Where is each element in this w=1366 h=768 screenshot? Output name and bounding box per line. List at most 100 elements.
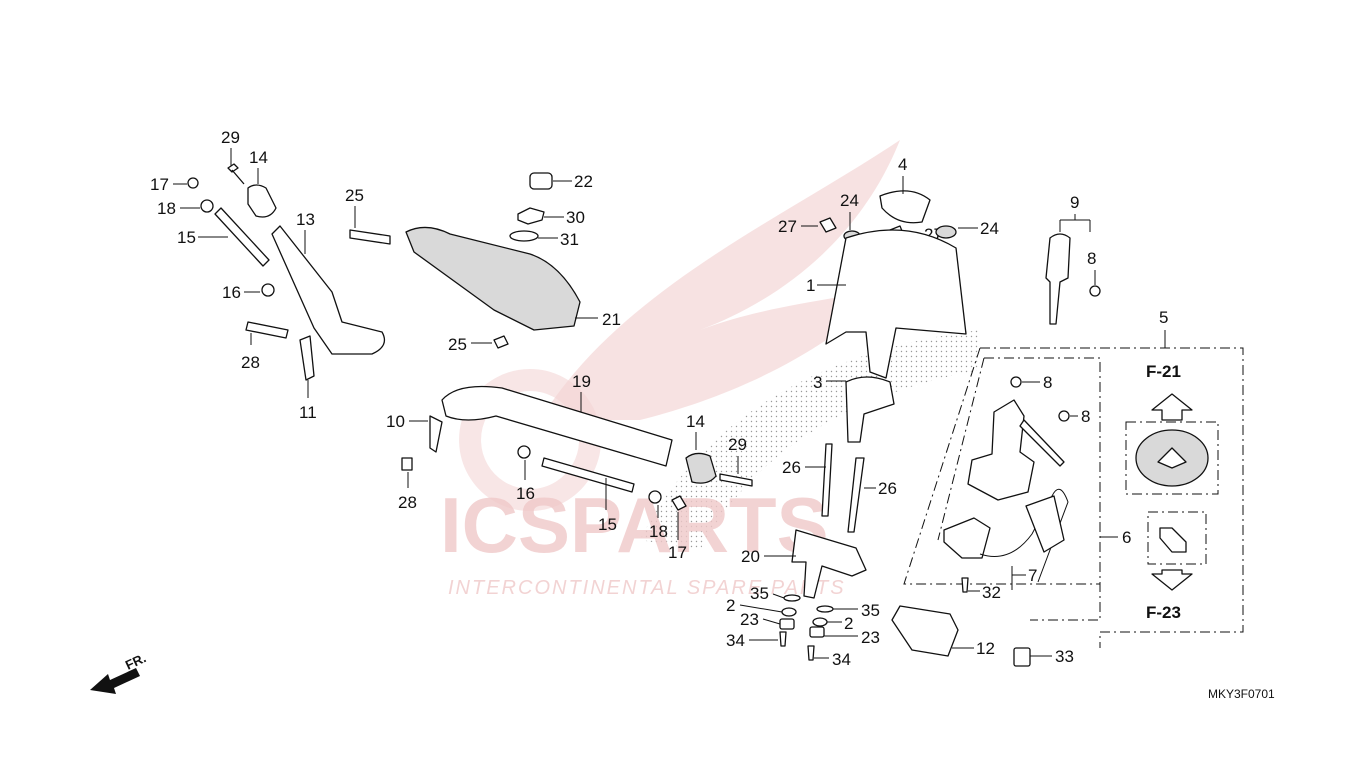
key-9 xyxy=(1045,233,1071,325)
callout-20: 20 xyxy=(741,547,760,566)
fuel-cap-logo-icon xyxy=(1157,447,1187,469)
callout-18a: 18 xyxy=(157,199,176,218)
tag-8a xyxy=(1089,285,1101,297)
callout-3: 3 xyxy=(813,373,822,392)
callout-21: 21 xyxy=(602,310,621,329)
screw-32 xyxy=(961,577,969,593)
watermark-brand: ICSPARTS xyxy=(440,481,829,569)
callout-25b: 25 xyxy=(448,335,467,354)
harness-connector xyxy=(1025,495,1065,553)
callout-32: 32 xyxy=(982,583,1001,602)
ref-f21: F-21 xyxy=(1146,362,1181,381)
bolt-29b xyxy=(719,473,753,487)
bolt-26b xyxy=(847,457,865,533)
bracket-11 xyxy=(299,335,315,381)
callout-14a: 14 xyxy=(249,148,268,167)
washer-18b xyxy=(648,490,662,504)
callout-17b: 17 xyxy=(668,543,687,562)
bolt-29a xyxy=(227,163,245,185)
ignition-switch xyxy=(967,399,1035,501)
bracket-20 xyxy=(791,529,867,599)
handlebar-19 xyxy=(441,385,673,467)
callout-23b: 23 xyxy=(861,628,880,647)
callout-11: 11 xyxy=(299,403,317,422)
inner-set-box-6 xyxy=(937,357,1101,621)
front-arrow-icon xyxy=(90,668,140,694)
bolt-25a xyxy=(349,229,391,245)
callout-16a: 16 xyxy=(222,283,241,302)
nut-30 xyxy=(517,207,545,225)
ref-f23: F-23 xyxy=(1146,603,1181,622)
callout-4: 4 xyxy=(898,155,907,174)
callout-34a: 34 xyxy=(726,631,745,650)
callout-13: 13 xyxy=(296,210,315,229)
callout-2b: 2 xyxy=(844,614,853,633)
callout-35a: 35 xyxy=(750,584,769,603)
bolt-28a xyxy=(245,321,289,339)
clamp-10 xyxy=(429,415,443,453)
callout-5: 5 xyxy=(1159,308,1168,327)
watermark-dot-field xyxy=(640,330,980,550)
callout-18b: 18 xyxy=(649,522,668,541)
center-cover-group: 4 24 27 27 24 1 3 26 26 20 xyxy=(741,155,999,599)
washer-18a xyxy=(200,199,214,213)
callout-19: 19 xyxy=(572,372,591,391)
bracket-12 xyxy=(891,605,959,657)
grommet-24b xyxy=(935,225,957,239)
bolt-26a xyxy=(821,443,833,517)
callout-8c: 8 xyxy=(1081,407,1090,426)
screw-34a xyxy=(779,631,787,647)
connector-33 xyxy=(1013,647,1031,667)
watermark-tagline: INTERCONTINENTAL SPARE PARTS xyxy=(448,577,846,599)
nut-17b xyxy=(671,495,687,511)
callout-17a: 17 xyxy=(150,175,169,194)
nut-16a xyxy=(261,283,275,297)
arrow-down-icon xyxy=(1151,569,1193,591)
callout-2a: 2 xyxy=(726,596,735,615)
washer-31 xyxy=(509,230,539,242)
spring-35a xyxy=(783,594,801,602)
fuel-cap-box xyxy=(1125,421,1219,495)
callout-34b: 34 xyxy=(832,650,851,669)
callout-25a: 25 xyxy=(345,186,364,205)
collar-2a xyxy=(781,607,797,617)
spring-35b xyxy=(816,605,834,613)
callout-30: 30 xyxy=(566,208,585,227)
weight-14a xyxy=(247,184,277,218)
callout-27a: 27 xyxy=(778,217,797,236)
callout-9: 9 xyxy=(1070,193,1079,212)
weight-14b xyxy=(685,452,717,484)
callout-24a: 24 xyxy=(840,191,859,210)
outer-set-box-5 xyxy=(903,347,1244,648)
callout-33: 33 xyxy=(1055,647,1074,666)
callout-1: 1 xyxy=(806,276,815,295)
callout-24b: 24 xyxy=(980,219,999,238)
callout-8b: 8 xyxy=(1043,373,1052,392)
callout-8a: 8 xyxy=(1087,249,1096,268)
watermark-wing xyxy=(540,140,900,420)
left-handlebar-group: 29 14 17 18 15 16 13 28 11 xyxy=(150,128,386,422)
screw-27a xyxy=(819,217,837,233)
watermark: ICSPARTS INTERCONTINENTAL SPARE PARTS xyxy=(440,140,980,599)
lock-cylinder xyxy=(943,517,991,559)
callout-26b: 26 xyxy=(878,479,897,498)
callout-26a: 26 xyxy=(782,458,801,477)
callout-6: 6 xyxy=(1122,528,1131,547)
callout-29a: 29 xyxy=(221,128,240,147)
callout-12: 12 xyxy=(976,639,995,658)
diagram-code: MKY3F0701 xyxy=(1208,687,1275,701)
rubber-23a xyxy=(779,618,795,630)
screw-34b xyxy=(807,645,815,661)
callout-15b: 15 xyxy=(598,515,617,534)
callout-28b: 28 xyxy=(398,493,417,512)
top-bridge-21 xyxy=(405,226,581,331)
front-label: FR. xyxy=(123,650,148,672)
handlebar-13 xyxy=(271,225,386,355)
rubber-23b xyxy=(809,626,825,638)
nut-16b xyxy=(517,445,531,459)
callout-7: 7 xyxy=(1028,566,1037,585)
ignition-group: 9 8 5 6 F-21 F-23 8 8 7 xyxy=(903,193,1244,648)
callout-28a: 28 xyxy=(241,353,260,372)
seat-lock-box xyxy=(1147,511,1207,565)
